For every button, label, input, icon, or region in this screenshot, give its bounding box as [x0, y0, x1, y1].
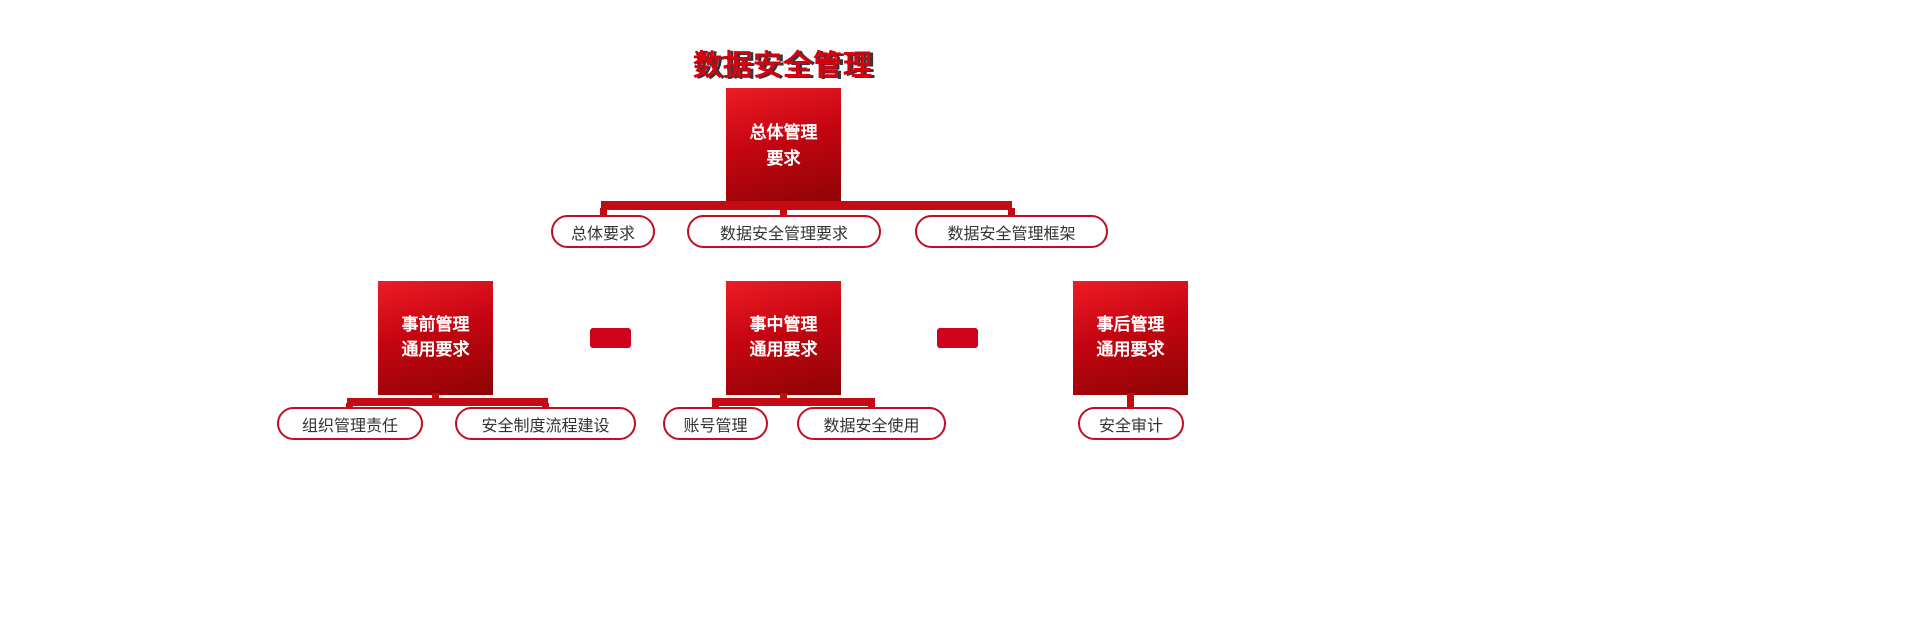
pill-data-security-mgmt-framework: 数据安全管理框架: [915, 215, 1108, 248]
connector-top-hbar: [601, 201, 1012, 210]
node-post-management-line1: 事后管理: [1096, 314, 1165, 335]
pill-data-security-mgmt-requirements: 数据安全管理要求: [687, 215, 881, 248]
node-pre-management: 事前管理 通用要求: [378, 281, 493, 395]
pill-security-audit-label: 安全审计: [1098, 415, 1163, 435]
pill-data-security-usage: 数据安全使用: [797, 407, 946, 440]
pill-overall-requirements: 总体要求: [551, 215, 655, 248]
dash-connector-right: [937, 328, 978, 348]
pill-data-security-mgmt-framework-label: 数据安全管理框架: [947, 223, 1076, 243]
pill-org-management-responsibility: 组织管理责任: [277, 407, 423, 440]
pill-account-management-label: 账号管理: [683, 415, 748, 435]
node-post-management-line2: 通用要求: [1096, 340, 1165, 360]
node-mid-management: 事中管理 通用要求: [726, 281, 841, 395]
pill-data-security-usage-label: 数据安全使用: [823, 415, 920, 435]
connector-pre-stub-top: [432, 393, 439, 401]
connector-post-stub: [1127, 393, 1134, 409]
connector-pre-hbar: [347, 398, 548, 406]
node-mid-management-line1: 事中管理: [749, 314, 818, 335]
pill-security-policy-process-label: 安全制度流程建设: [481, 415, 610, 435]
node-pre-management-line2: 通用要求: [401, 340, 470, 360]
connector-top-stub-1: [600, 208, 607, 218]
dash-connector-left: [590, 328, 631, 348]
diagram-title: 数据安全管理: [692, 48, 873, 82]
node-post-management: 事后管理 通用要求: [1073, 281, 1188, 395]
pill-security-policy-process: 安全制度流程建设: [455, 407, 636, 440]
connector-mid-stub-top: [780, 393, 787, 401]
node-overall-management-line1: 总体管理: [749, 123, 818, 143]
node-mid-management-line2: 通用要求: [749, 340, 818, 360]
node-pre-management-line1: 事前管理: [401, 314, 470, 335]
pill-data-security-mgmt-requirements-label: 数据安全管理要求: [719, 223, 848, 243]
connector-top-stub-3: [1008, 208, 1015, 218]
node-overall-management: 总体管理 要求: [726, 88, 841, 205]
node-overall-management-line2: 要求: [766, 148, 801, 169]
pill-security-audit: 安全审计: [1078, 407, 1184, 440]
connector-mid-hbar: [712, 398, 875, 406]
pill-overall-requirements-label: 总体要求: [570, 223, 635, 243]
pill-org-management-responsibility-label: 组织管理责任: [301, 415, 398, 435]
pill-account-management: 账号管理: [663, 407, 768, 440]
connector-top-stub-2: [780, 208, 787, 218]
